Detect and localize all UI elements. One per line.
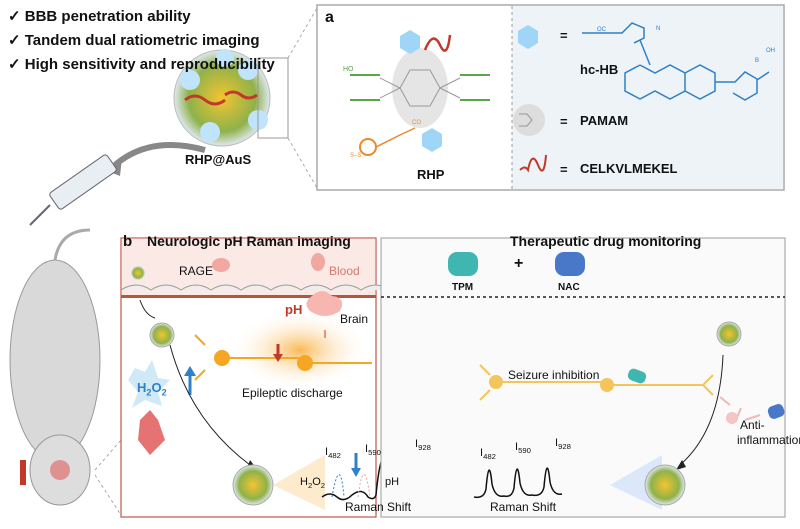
oh-label: OH <box>766 48 775 54</box>
h2o2-text: H <box>137 380 147 395</box>
seizure-inhibition-label: Seizure inhibition <box>508 368 600 382</box>
tpm-capsule-icon <box>448 252 478 276</box>
rhp-aus-nanoparticle <box>173 49 271 147</box>
panel-b-letter: b <box>123 233 133 250</box>
b-label: B <box>755 58 760 64</box>
rhp-label: RHP <box>417 167 445 182</box>
i: I <box>480 447 484 459</box>
peptide-icon <box>519 154 547 173</box>
panel-a-letter: a <box>325 9 334 26</box>
healthy-neurons <box>479 364 714 401</box>
raman-spectrum-right <box>473 467 563 499</box>
ho-label: HO <box>343 66 354 73</box>
nac-label: NAC <box>558 282 580 293</box>
equals: = <box>560 162 568 177</box>
peak: 482 <box>328 451 341 461</box>
raman-shift-label: Raman Shift <box>490 500 557 514</box>
peak: 928 <box>558 442 571 452</box>
oc-label: OC <box>597 27 606 33</box>
i: I <box>325 446 329 458</box>
hc-hb-hexagon-icon <box>518 25 538 49</box>
legend-pamam: PAMAM <box>580 113 629 128</box>
nanoparticle-imaging <box>232 464 274 506</box>
right-panel-title: Therapeutic drug monitoring <box>510 233 702 249</box>
left-panel-title: Neurologic pH Raman imaging <box>147 233 351 249</box>
rhp-structure <box>350 30 490 156</box>
equals: = <box>560 114 568 129</box>
brain-label: Brain <box>340 312 369 326</box>
epileptic-discharge-label: Epileptic discharge <box>242 386 343 400</box>
rage-label: RAGE <box>179 264 214 278</box>
blood-label: Blood <box>329 264 360 278</box>
ph-peak-label: pH <box>385 476 400 488</box>
plus-sign: + <box>514 255 524 272</box>
equals: = <box>560 28 568 43</box>
feature-item: ✓ BBB penetration ability <box>8 8 191 25</box>
ph-cloud <box>306 291 343 316</box>
peak: 928 <box>418 443 431 453</box>
peak: 590 <box>518 446 531 456</box>
raman-shift-label: Raman Shift <box>345 500 412 514</box>
peak-label-590: I590 <box>515 441 531 455</box>
legend-hc-hb: hc-HB <box>580 62 619 77</box>
h: H <box>300 476 308 488</box>
nanoparticle-label: RHP@AuS <box>185 152 252 167</box>
peak-label-482: I482 <box>480 447 496 461</box>
pamam-icon <box>513 104 545 136</box>
peak: 590 <box>368 448 381 458</box>
peak-label-590: I590 <box>365 443 381 457</box>
hc-hb-structure <box>582 22 770 101</box>
h2o2-label: H2O2 <box>137 380 167 398</box>
h2o2-star <box>128 360 170 408</box>
peak-label-928: I928 <box>555 437 571 451</box>
i: I <box>365 443 369 455</box>
co-label: CO <box>412 120 421 126</box>
mouse-illustration <box>9 228 101 506</box>
microglia-icon <box>138 410 165 455</box>
ss-label: S–S <box>350 153 362 159</box>
peak-label-928: I928 <box>415 438 431 452</box>
legend-celkvlmekel: CELKVLMEKEL <box>580 161 678 176</box>
syringe-icon <box>29 154 117 226</box>
h2o2-peak-label: H2O2 <box>300 476 326 491</box>
peak: 482 <box>483 452 496 462</box>
anti-label: Anti- <box>740 418 765 432</box>
inflammation-label: inflammation <box>737 433 800 447</box>
i: I <box>515 441 519 453</box>
feature-item: ✓ High sensitivity and reproducibility <box>8 56 275 73</box>
feature-item: ✓ Tandem dual ratiometric imaging <box>8 32 260 49</box>
nac-capsule-icon <box>555 252 585 276</box>
tpm-label: TPM <box>452 282 474 293</box>
peak-label-482: I482 <box>325 446 341 460</box>
i: I <box>415 438 419 450</box>
ph-label: pH <box>285 302 303 317</box>
n-label: N <box>656 26 661 32</box>
neuron-firing <box>194 334 372 381</box>
i: I <box>555 437 559 449</box>
